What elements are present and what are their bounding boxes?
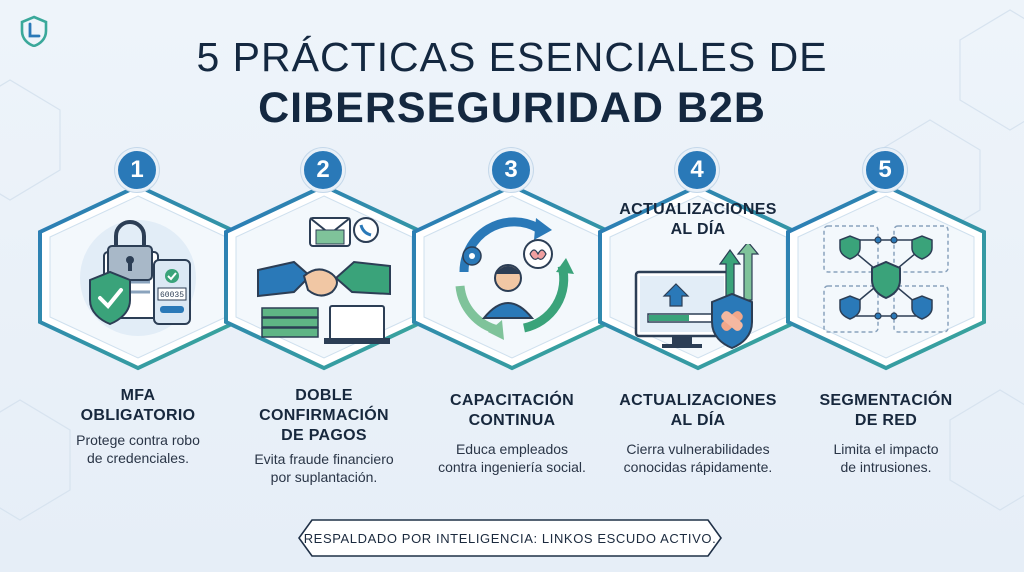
step-number-badge: 3	[489, 148, 533, 192]
step-number-badge: 1	[115, 148, 159, 192]
step-number-badge: 2	[301, 148, 345, 192]
practice-card-1: 1 60035	[38, 148, 238, 371]
network-segmentation-icon	[823, 225, 949, 333]
padlock-shield-phone-icon: 60035	[80, 220, 196, 336]
practice-card-2: 2	[224, 148, 424, 371]
shield-logo-icon	[20, 15, 48, 47]
footer-frame	[298, 519, 722, 557]
system-update-icon	[634, 244, 760, 350]
training-cycle-icon	[455, 217, 574, 340]
handshake-payment-icon	[257, 217, 391, 344]
practice-card-3: 3	[412, 148, 612, 371]
code-text: 60035	[160, 291, 184, 300]
page-title-line1: 5 PRÁCTICAS ESENCIALES DE	[196, 34, 828, 80]
footer-banner: RESPALDADO POR INTELIGENCIA: LINKOS ESCU…	[298, 519, 722, 557]
page-title-line2: CIBERSEGURIDAD B2B	[258, 84, 766, 132]
step-number-badge: 5	[863, 148, 907, 192]
step-number-badge: 4	[675, 148, 719, 192]
footer-text: RESPALDADO POR INTELIGENCIA: LINKOS ESCU…	[303, 530, 717, 546]
practice-card-5: 5	[786, 148, 986, 371]
